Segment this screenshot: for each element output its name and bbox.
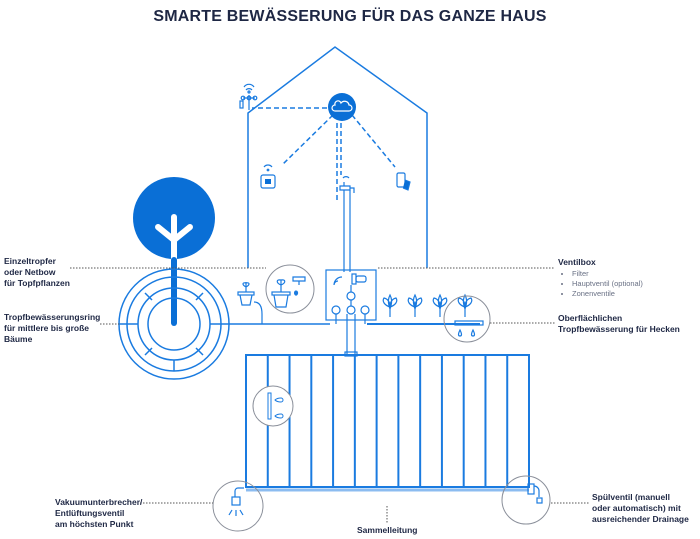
label-line: Bäume <box>4 334 33 344</box>
label-line: Tropfbewässerungsring <box>4 312 101 322</box>
weather-station-icon <box>239 83 258 110</box>
label-hecken: Oberflächlichen Tropfbewässerung für Hec… <box>558 313 680 335</box>
label-line: oder automatisch) mit <box>592 503 681 513</box>
label-line: am höchsten Punkt <box>55 519 134 529</box>
label-line: Tropfbewässerung für Hecken <box>558 324 680 334</box>
controller-icon <box>260 164 276 189</box>
callout-circle <box>265 264 315 314</box>
list-item: Zonenventile <box>572 289 643 299</box>
list-item: Hauptventil (optional) <box>572 279 643 289</box>
smartphone-icon <box>396 172 411 191</box>
label-line: Oberflächlichen <box>558 313 623 323</box>
cloud-icon <box>328 93 356 121</box>
drip-icon <box>454 320 484 337</box>
house-outline <box>247 46 428 268</box>
label-sammelleitung: Sammelleitung <box>357 525 418 535</box>
label-tropfring: Tropfbewässerungsring für mittlere bis g… <box>4 312 100 345</box>
label-line: Einzeltropfer <box>4 256 56 266</box>
label-line: Vakuumunterbrecher/ <box>55 497 143 507</box>
label-spuelventil: Spülventil (manuell oder automatisch) mi… <box>592 492 689 525</box>
shrub <box>382 293 398 317</box>
drip-detail <box>252 385 294 427</box>
page-title: SMARTE BEWÄSSERUNG FÜR DAS GANZE HAUS <box>153 8 547 25</box>
valve-box <box>325 269 377 357</box>
label-line: für mittlere bis große <box>4 323 90 333</box>
label-line: für Topfpflanzen <box>4 278 70 288</box>
label-title: Ventilbox <box>558 257 596 267</box>
callout-circle <box>443 295 491 343</box>
label-line: ausreichender Drainage <box>592 514 689 524</box>
label-ventilbox: Ventilbox Filter Hauptventil (optional) … <box>558 257 643 299</box>
drip-ring <box>118 268 330 380</box>
potted-plant-icon <box>237 276 306 324</box>
callout-circle <box>212 480 264 532</box>
wireless-links <box>252 107 396 200</box>
vacuum-breaker-icon <box>228 487 244 516</box>
callout-circle <box>501 475 551 525</box>
label-line: oder Netbow <box>4 267 56 277</box>
drip-grid <box>245 354 530 488</box>
label-line: Spülventil (manuell <box>592 492 670 502</box>
faucet-icon <box>339 176 355 272</box>
leader-lines <box>70 267 590 523</box>
flush-valve-icon <box>527 483 543 504</box>
label-vakuum: Vakuumunterbrecher/ Entlüftungsventil am… <box>55 497 142 530</box>
label-einzeltropfer: Einzeltropfer oder Netbow für Topfpflanz… <box>4 256 70 289</box>
tree-icon <box>133 177 215 326</box>
label-line: Entlüftungsventil <box>55 508 125 518</box>
list-item: Filter <box>572 269 643 279</box>
shrub-icon <box>367 293 480 325</box>
